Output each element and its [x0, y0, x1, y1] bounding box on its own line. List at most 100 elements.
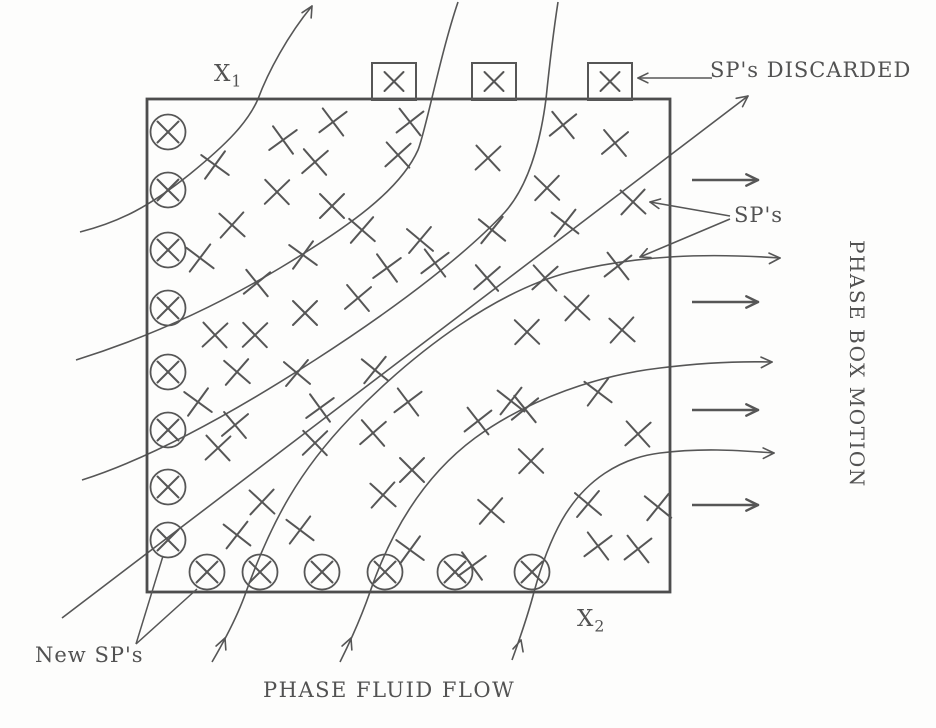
- new-sp-x-mark: [310, 560, 334, 584]
- sample-point-x-mark: [619, 188, 647, 216]
- new-sps-label: New SP's: [35, 643, 144, 667]
- sps-pointer-upper-arrow: [649, 201, 731, 217]
- flow-arrowhead: [341, 637, 352, 647]
- sample-point-x-mark-stroke: [534, 174, 560, 202]
- axis-label-x1: X1: [214, 61, 242, 91]
- sample-point-x-mark: [473, 264, 501, 292]
- sample-point-x-mark: [268, 125, 298, 155]
- sample-point-x-mark: [395, 107, 425, 137]
- sample-point-x-mark-stroke: [285, 358, 309, 388]
- sps-pointer-lower-arrow: [639, 218, 731, 258]
- sample-point-x-mark-stroke: [399, 457, 425, 483]
- sample-point-x-mark: [183, 387, 213, 417]
- flow-arrowhead: [762, 452, 775, 460]
- sample-point-x-mark-stroke: [395, 110, 425, 134]
- sample-point-x-mark: [200, 150, 230, 180]
- discarded-sp-x-mark: [383, 71, 405, 92]
- new-sp-x-mark: [156, 178, 180, 202]
- new-sp-circle: [149, 468, 187, 506]
- sample-point-x-mark-stroke: [225, 520, 249, 550]
- flow-arrowhead: [310, 5, 313, 19]
- sample-point-x-mark-stroke: [399, 535, 421, 565]
- new-sp-x-mark-stroke: [195, 560, 219, 584]
- sample-point-x-mark: [563, 294, 591, 322]
- sample-point-x-mark-stroke: [292, 240, 314, 270]
- sample-point-x-mark: [372, 253, 402, 283]
- sample-point-x-mark-stroke: [583, 534, 613, 558]
- sample-point-x-mark-stroke: [249, 488, 275, 516]
- sample-point-x-mark: [218, 211, 246, 239]
- flow-arrowhead: [760, 361, 773, 369]
- sample-point-x-mark-stroke: [288, 515, 312, 545]
- sample-point-x-mark-stroke: [201, 322, 229, 348]
- new-sp-circle: [188, 553, 226, 591]
- sample-point-x-mark-stroke: [548, 113, 578, 137]
- new-sp-x-mark: [156, 475, 180, 499]
- sample-point-x-mark-stroke: [586, 377, 610, 407]
- sample-point-x-mark: [608, 316, 636, 344]
- sample-point-x-mark-stroke: [408, 225, 432, 255]
- new-sp-circle: [436, 553, 474, 591]
- new-sp-x-mark-stroke: [443, 560, 467, 584]
- sample-point-x-mark-stroke: [363, 355, 387, 385]
- sample-point-x-mark: [550, 208, 580, 238]
- sample-point-x-mark: [583, 377, 613, 407]
- new-sp-x-mark-stroke: [156, 178, 180, 202]
- phase-fluid-flow-label: PHASE FLUID FLOW: [263, 678, 516, 702]
- sample-point-x-mark-stroke: [349, 216, 375, 244]
- sample-point-x-mark: [517, 447, 545, 475]
- sample-point-x-mark: [292, 300, 318, 326]
- new-sp-circle: [149, 289, 187, 327]
- new-sp-x-mark: [156, 418, 180, 442]
- x2-subscript: 2: [594, 616, 606, 636]
- new-sp-x-mark: [248, 560, 272, 584]
- sample-point-x-mark: [201, 321, 229, 349]
- sample-point-x-mark: [643, 492, 673, 522]
- x1-subscript: 1: [231, 71, 243, 91]
- flow-arrowhead: [768, 257, 781, 265]
- phase-box-motion-label: PHASE BOX MOTION: [845, 240, 869, 488]
- sample-point-x-mark: [477, 215, 507, 245]
- flow-line: [81, 1, 559, 481]
- sample-point-x-mark-stroke: [518, 447, 544, 475]
- sample-point-x-mark: [288, 240, 318, 270]
- sample-point-x-mark: [603, 251, 633, 281]
- new-sp-circle: [149, 521, 187, 559]
- sample-point-x-mark: [583, 531, 613, 561]
- new-sp-x-mark: [156, 360, 180, 384]
- new-sp-circle: [149, 113, 187, 151]
- flow-arrowhead: [762, 447, 775, 454]
- flow-arrowhead: [301, 5, 313, 14]
- sample-point-x-mark: [369, 481, 397, 509]
- sample-point-x-mark-stroke: [576, 489, 600, 519]
- x2-symbol: X: [577, 606, 595, 632]
- sample-point-x-mark-stroke: [478, 497, 504, 525]
- sample-point-x-mark-stroke: [318, 110, 348, 134]
- sample-point-x-mark: [384, 141, 412, 169]
- sample-point-x-mark-stroke: [393, 390, 423, 414]
- new-sp-x-mark: [156, 528, 180, 552]
- sample-point-x-mark-stroke: [473, 265, 501, 291]
- sps-label: SP's: [734, 203, 784, 227]
- sample-point-x-mark: [510, 394, 540, 424]
- new-sp-x-mark-stroke: [248, 560, 272, 584]
- sample-point-x-mark: [533, 174, 561, 202]
- sample-point-x-mark: [222, 520, 252, 550]
- flow-arrowhead: [735, 95, 749, 100]
- sample-point-x-mark: [395, 535, 425, 565]
- sample-point-x-mark-stroke: [204, 435, 232, 461]
- sample-point-x-mark-stroke: [531, 265, 559, 291]
- sample-point-x-mark: [223, 358, 251, 386]
- sample-point-x-mark: [185, 243, 215, 273]
- new-sp-x-mark: [520, 560, 544, 584]
- sample-point-x-mark-stroke: [624, 421, 652, 447]
- sample-point-x-mark-stroke: [220, 413, 250, 437]
- sample-point-x-mark-stroke: [514, 318, 540, 346]
- new-sps-leader-right: [135, 588, 198, 645]
- flow-arrowhead: [350, 637, 353, 651]
- sample-point-x-mark: [463, 406, 493, 436]
- new-sp-x-mark-stroke: [156, 418, 180, 442]
- sample-point-x-mark-stroke: [319, 193, 345, 219]
- new-sp-x-mark-stroke: [520, 560, 544, 584]
